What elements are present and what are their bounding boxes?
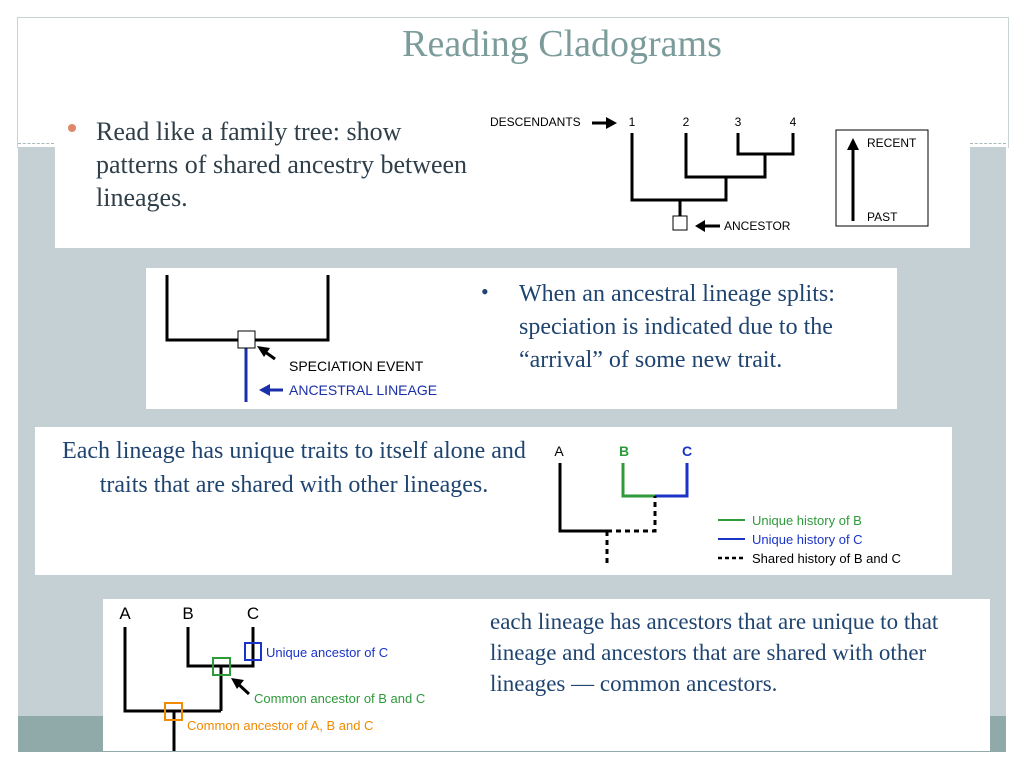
ancestor-arrow-head	[695, 220, 705, 232]
panel-family-tree	[55, 103, 970, 248]
speciation-diagram: SPECIATION EVENT ANCESTRAL LINEAGE	[165, 275, 437, 402]
tip-4: 4	[790, 115, 797, 129]
divider-right	[970, 143, 1006, 144]
label-common-abc: Common ancestor of A, B and C	[187, 718, 373, 733]
slide-title: Reading Cladograms	[402, 23, 722, 65]
branch-a	[558, 463, 607, 533]
panel-lineage-traits	[35, 427, 952, 575]
node-unique-c	[244, 642, 262, 661]
bullet-speciation: When an ancestral lineage splits: specia…	[519, 281, 835, 373]
panel-ancestors	[103, 599, 990, 751]
legend-label-shared: Shared history of B and C	[752, 551, 901, 566]
descendants-arrow-head	[606, 117, 617, 129]
shared-branches	[605, 496, 657, 567]
tip-c-2: C	[247, 604, 259, 623]
tip-b-2: B	[182, 604, 193, 623]
speciation-node	[237, 330, 256, 349]
descendants-label: DESCENDANTS	[490, 115, 581, 129]
label-unique-c: Unique ancestor of C	[266, 645, 388, 660]
ancestor-tree-branches	[123, 627, 255, 751]
time-past-label: PAST	[867, 210, 898, 224]
speciation-branches	[165, 275, 330, 342]
label-common-bc: Common ancestor of B and C	[254, 691, 425, 706]
tip-b: B	[619, 443, 629, 459]
text-lineage-traits: Each lineage has unique traits to itself…	[62, 438, 526, 498]
time-recent-label: RECENT	[867, 136, 917, 150]
bullet-dot	[68, 124, 76, 132]
time-legend-box	[835, 129, 929, 227]
node-common-bc	[212, 657, 231, 676]
ancestor-label: ANCESTOR	[724, 219, 791, 233]
tip-a-2: A	[119, 604, 131, 623]
lineage-arrow-head	[259, 384, 270, 396]
cladogram-basic: DESCENDANTS 1 2 3 4 ANCESTOR RECENT PAST	[490, 115, 929, 233]
tip-2: 2	[683, 115, 690, 129]
lineage-label: ANCESTRAL LINEAGE	[289, 382, 437, 398]
bullet-family-tree: Read like a family tree: show patterns o…	[96, 117, 468, 212]
legend-label-c: Unique history of C	[752, 532, 863, 547]
cladogram-ancestors: A B C Unique ancestor of C Common ancest…	[119, 604, 425, 751]
tip-1: 1	[629, 115, 636, 129]
tip-a: A	[554, 443, 564, 459]
tip-c: C	[682, 443, 692, 459]
cladogram-history: A B C Unique history of B Unique history…	[554, 443, 901, 567]
ancestor-node	[672, 215, 688, 231]
legend-label-b: Unique history of B	[752, 513, 862, 528]
branch-c	[655, 463, 689, 498]
arrow-head-common-bc	[231, 678, 244, 689]
branch-b	[621, 463, 655, 498]
text-ancestors: each lineage has ancestors that are uniq…	[490, 609, 939, 696]
speciation-label: SPECIATION EVENT	[289, 358, 424, 374]
node-common-abc	[164, 702, 183, 721]
time-arrow-head	[847, 138, 859, 150]
tree-branches	[630, 133, 795, 216]
bullet-dot-2: •	[481, 279, 489, 304]
tip-3: 3	[735, 115, 742, 129]
divider-left	[18, 143, 54, 144]
speciation-arrow-head	[257, 346, 270, 357]
